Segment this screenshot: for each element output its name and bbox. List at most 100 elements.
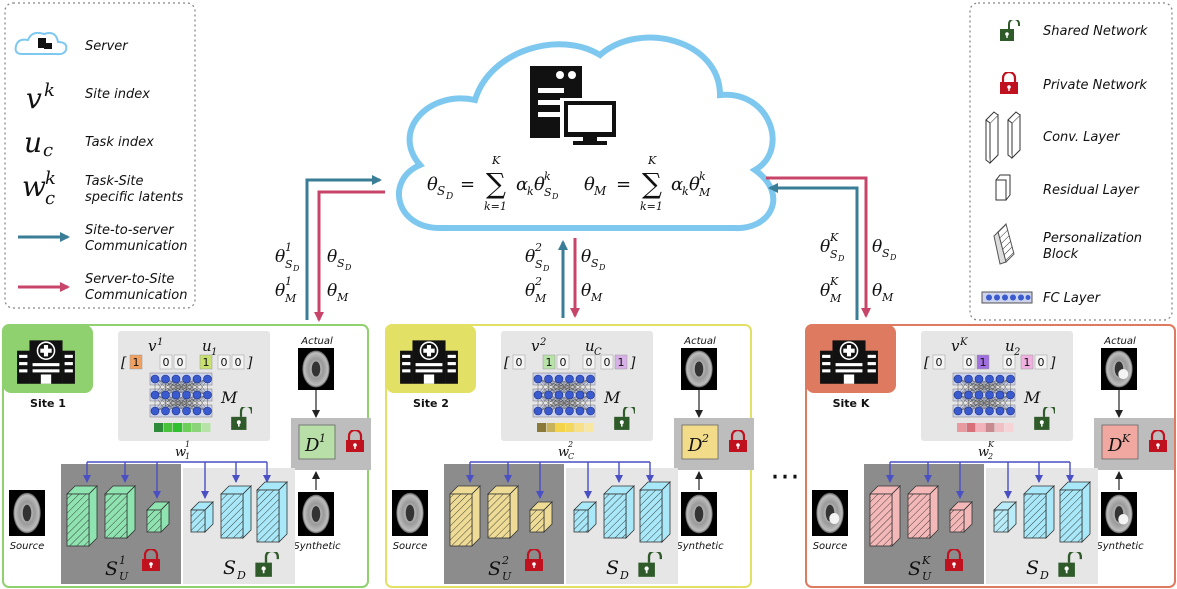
fc-node [182,390,191,400]
fc-node [533,374,543,384]
legend-s2s-line2: Communication [85,239,187,254]
fc-connection [548,394,591,412]
actual-label: Actual [300,336,333,347]
fc-connection [957,394,1001,412]
fc-node [203,390,212,400]
onehot-cell-value: 0 [177,356,184,369]
legend-private-label: Private Network [1043,78,1147,93]
decoder-residual-hatch [574,510,588,532]
linkk-theta-m: θ [820,281,830,301]
fc-node [544,406,553,416]
u-sub: 2 [1013,347,1020,358]
fc-node [554,374,564,384]
fc-node [995,374,1005,384]
encoder-sup: 2 [501,554,509,567]
link1-down-sub: S [337,257,345,270]
site1-upload-arrow [305,175,382,320]
linkk-theta-down: θ [872,237,882,257]
encoder-conv-1-hatch [450,494,472,546]
fc-node [964,374,973,384]
onehot-cell-value: 1 [1024,356,1031,369]
residual-layer-icon [995,174,1011,201]
fc-connection [186,378,208,396]
discriminator-sup: 2 [701,432,709,445]
fc-node [953,390,963,400]
encoder-sub: U [922,570,932,583]
fc-connection [537,394,560,412]
fc-node [203,374,212,384]
onehot-cell-value: 0 [966,356,973,369]
onehot-cell [1020,354,1034,370]
fc-connection [154,378,187,396]
u-label: u [1005,337,1015,355]
latent-cell [163,423,173,432]
fc-connection [154,394,198,412]
onehot-cell-value: 1 [618,356,625,369]
fc-connection [957,378,980,396]
conv-layer-icon [985,111,1021,165]
link2-theta-dm: θ [581,281,591,301]
fc-node [565,374,574,384]
source-image-lesion [829,513,840,525]
legend-site-index-label: Site index [85,87,150,102]
decoder-conv-2-hatch [1060,490,1082,542]
onehot-cell [512,354,526,370]
encoder-conv-1-side [891,485,901,547]
fc-connection [558,394,591,412]
onehot-cell [962,354,976,370]
encoder-conv-1-hatch [870,494,892,546]
v-sup: 2 [539,337,546,348]
link1-down-subsub: D [344,263,352,272]
fc-connection [186,394,208,412]
onehot-cell-value: 1 [980,356,987,369]
mapping-label: M [1023,388,1041,407]
fc-connection [175,378,208,396]
fc-node [964,390,973,400]
fc-node [161,406,170,416]
fc-connection [989,394,1011,412]
onehot-cell-value: 0 [604,356,611,369]
latent-cell [1004,423,1014,432]
decoder-label: S [1026,557,1039,579]
link2-up-sub: S [535,258,543,271]
linkk-up-subsub: D [837,254,845,263]
onehot-cell-value: 0 [1038,356,1045,369]
link2-theta-up: θ [525,247,535,267]
onehot-cell [932,354,946,370]
source-label: Source [393,541,428,552]
eq2-sum-bottom: k=1 [640,200,663,213]
fc-node [565,406,574,416]
decoder-sub: D [236,569,246,582]
source-image-ventricle [405,504,415,522]
synthetic-image-lesion [1118,514,1129,525]
legend-server-label: Server [85,39,129,54]
fc-node [150,390,160,400]
fc-node [554,406,564,416]
link1-m-sup: 1 [285,275,292,288]
eq2-equals: = [616,174,631,195]
latent-cell [201,423,211,432]
fc-node [586,390,595,400]
linkk-up-sub: S [830,248,838,261]
eq1-theta: θ [534,174,545,195]
site-index-symbol: v [26,82,42,115]
vec-close-bracket: ] [629,355,636,371]
link1-theta-m: θ [275,281,285,301]
latent-sub: c [45,188,55,209]
personalization-block-icon [993,223,1015,265]
fc-node [203,406,212,416]
sitek-download-arrow [766,176,871,318]
fc-connection [989,378,1011,396]
decoder-conv-2-side [661,481,671,543]
linkk-m-sup: K [829,275,839,288]
link1-theta-dm: θ [327,281,337,301]
synthetic-label: Synthetic [1096,541,1144,552]
latent-cell [985,423,995,432]
onehot-cell [217,354,231,370]
linkk-down-sub: S [882,247,890,260]
mapping-label: M [603,388,621,407]
latent-sup: k [45,168,56,189]
vec-close-bracket: ] [246,355,253,371]
server-icon [530,66,616,145]
encoder-conv-2-side [929,485,939,539]
